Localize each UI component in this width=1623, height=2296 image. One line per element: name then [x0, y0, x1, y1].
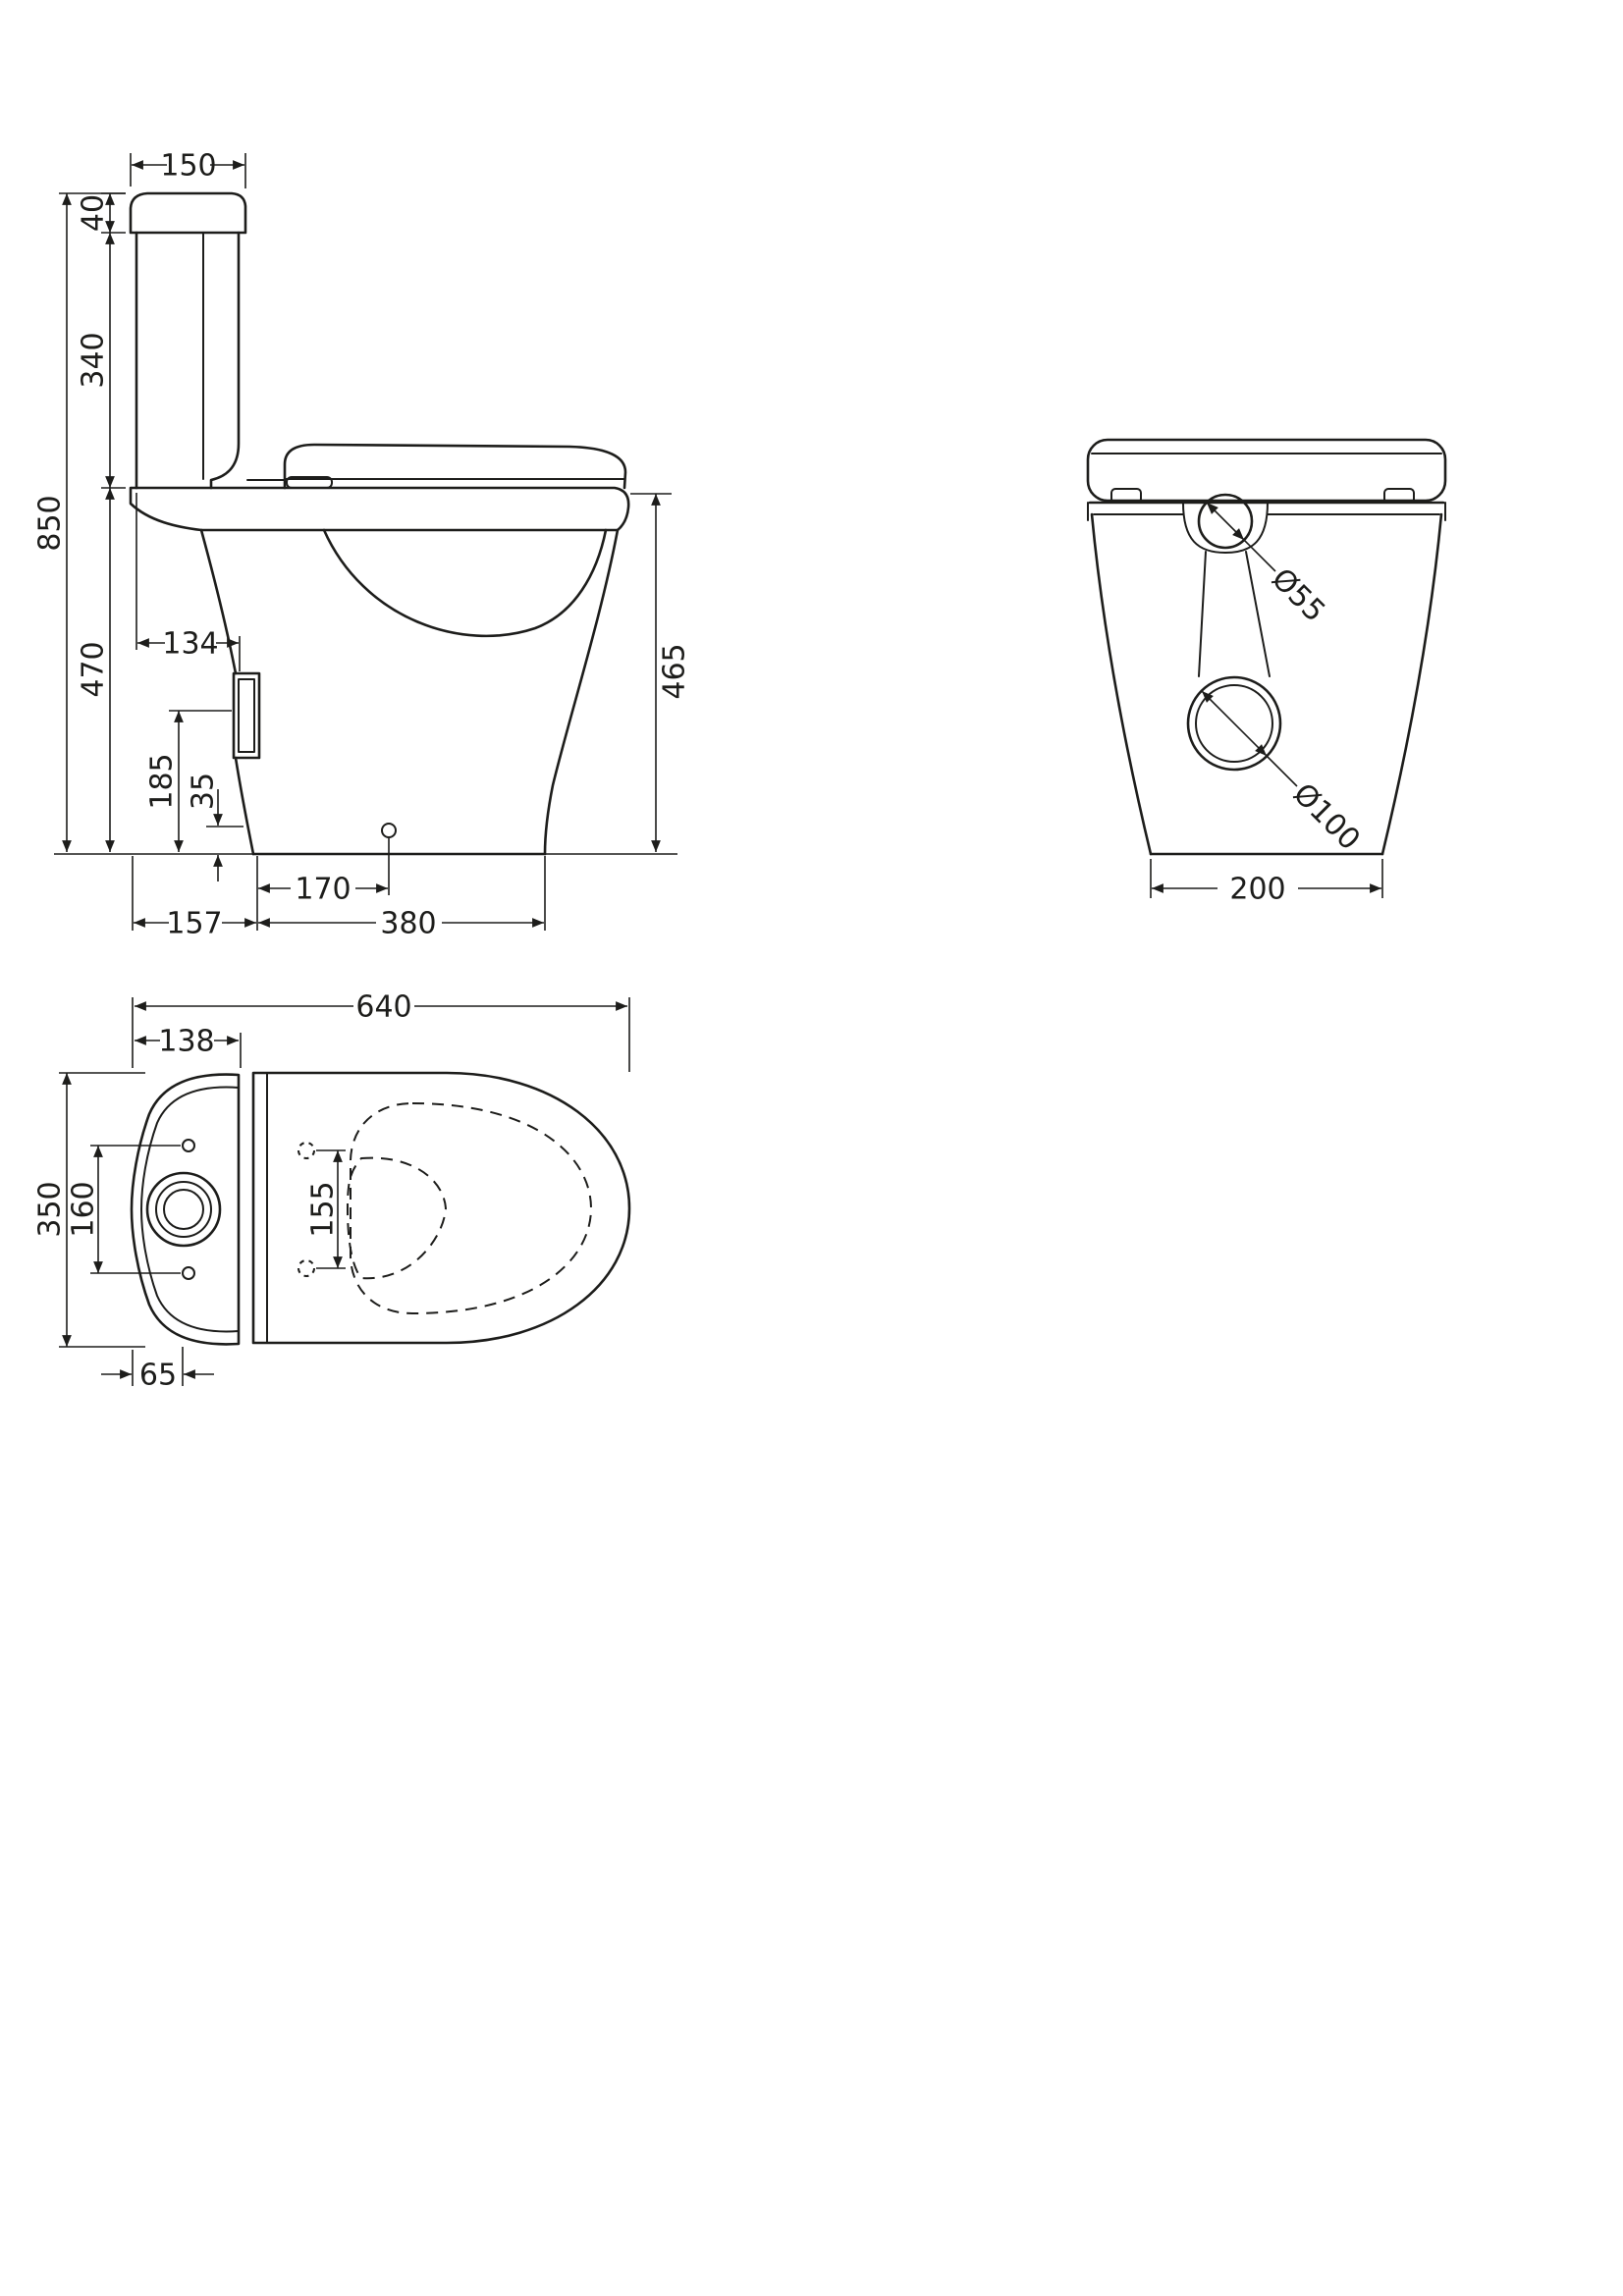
soil-bracket-outer	[232, 671, 261, 760]
pan-plan-outline	[251, 1071, 631, 1345]
seat-hinge-hole-bottom	[298, 1259, 315, 1277]
dim-fixing-height: 35	[187, 773, 243, 881]
dim-label-160: 160	[67, 1181, 101, 1237]
trap-right-line	[1245, 551, 1271, 677]
front-view: Ø55 Ø100 200	[1086, 438, 1447, 907]
dim-rear-depth: 157	[134, 907, 256, 941]
dim-hinge-spacing: 155	[306, 1149, 346, 1269]
dim-cistern-height: 340	[77, 233, 126, 489]
dim-label-138: 138	[158, 1025, 214, 1059]
dim-cistern-width: 150	[130, 149, 246, 188]
dim-outlet-height: 185	[145, 710, 232, 852]
cistern-bolt-hole-top	[182, 1139, 195, 1152]
dim-label-170: 170	[295, 873, 351, 907]
top-view: 640 138 350 160 155	[33, 990, 631, 1393]
soil-bracket-inner	[238, 678, 255, 753]
cistern-bolt-hole-bottom	[182, 1266, 195, 1280]
dim-label-350: 350	[33, 1181, 68, 1237]
side-view: 150 40 340 850 470	[33, 149, 692, 941]
dim-bolt-spacing: 160	[67, 1145, 181, 1274]
trap-left-line	[1198, 551, 1207, 677]
pedestal-back-lower	[234, 756, 255, 856]
dim-label-200: 200	[1229, 873, 1285, 907]
leader-line	[1243, 539, 1276, 572]
dim-overall-depth: 640	[132, 990, 630, 1072]
dim-label-155: 155	[306, 1181, 341, 1237]
seat-plan-dashed	[350, 1101, 593, 1315]
dim-label-340: 340	[77, 332, 111, 388]
dim-pan-height: 470	[77, 488, 115, 852]
dim-base-depth: 380	[258, 907, 544, 941]
dim-base-width: 200	[1150, 859, 1383, 907]
cistern-plan-inner	[140, 1086, 240, 1333]
dim-rear-offset: 65	[101, 1347, 214, 1393]
inlet-boss-inner	[163, 1189, 204, 1230]
dim-label-380: 380	[380, 907, 436, 941]
dim-label-850: 850	[33, 495, 68, 551]
dim-label-150: 150	[160, 149, 216, 184]
dim-label-157: 157	[166, 907, 222, 941]
dim-label-40: 40	[77, 194, 111, 232]
pan-rim-side	[129, 486, 630, 532]
seat-lid-side	[283, 443, 627, 490]
outlet-outer-front	[1186, 675, 1282, 772]
dim-label-134: 134	[162, 627, 218, 662]
dim-outlet-diameter: Ø100	[1201, 690, 1367, 857]
inlet-boss-mid	[155, 1181, 212, 1238]
dim-label-65: 65	[139, 1359, 177, 1393]
dim-label-640: 640	[355, 990, 411, 1025]
outlet-inner-front	[1195, 684, 1273, 763]
dim-overall-height: 850	[33, 192, 126, 852]
cistern-lid-side	[129, 191, 247, 235]
dim-label-35: 35	[187, 773, 221, 810]
dim-label-d100: Ø100	[1286, 776, 1367, 857]
dim-label-465: 465	[658, 643, 692, 699]
inlet-flange-front	[1182, 502, 1269, 554]
dim-label-185: 185	[145, 753, 180, 809]
cistern-body-side-front	[209, 231, 241, 490]
body-side-right-front	[1380, 512, 1443, 856]
dim-fixing-depth: 170	[258, 873, 388, 907]
dim-line	[1201, 690, 1268, 757]
pedestal-back-upper	[199, 528, 238, 675]
bowl-plan-dashed	[346, 1156, 448, 1280]
dim-lid-height: 40	[77, 192, 126, 234]
bowl-curve-side	[322, 528, 608, 638]
pedestal-front	[543, 528, 620, 856]
dim-label-d55: Ø55	[1265, 561, 1331, 628]
body-side-left-front	[1090, 512, 1153, 856]
fixing-hole-side	[381, 823, 397, 838]
seat-hinge-hole-top	[298, 1142, 315, 1159]
cistern-plan-outer	[130, 1073, 241, 1346]
inlet-hole-front	[1197, 493, 1254, 550]
seat-hinge-side	[286, 476, 333, 489]
leader-line	[1266, 755, 1298, 787]
dim-label-470: 470	[77, 641, 111, 697]
dim-inlet-diameter: Ø55	[1206, 502, 1331, 629]
inlet-boss-outer	[145, 1171, 222, 1248]
dim-cistern-depth: 138	[135, 1025, 242, 1068]
dim-inlet-offset: 134	[135, 493, 241, 671]
dim-overall-width: 350	[33, 1072, 145, 1348]
dim-line	[1206, 502, 1245, 541]
seat-lid-front	[1086, 438, 1447, 503]
dim-rim-height: 465	[630, 493, 692, 852]
